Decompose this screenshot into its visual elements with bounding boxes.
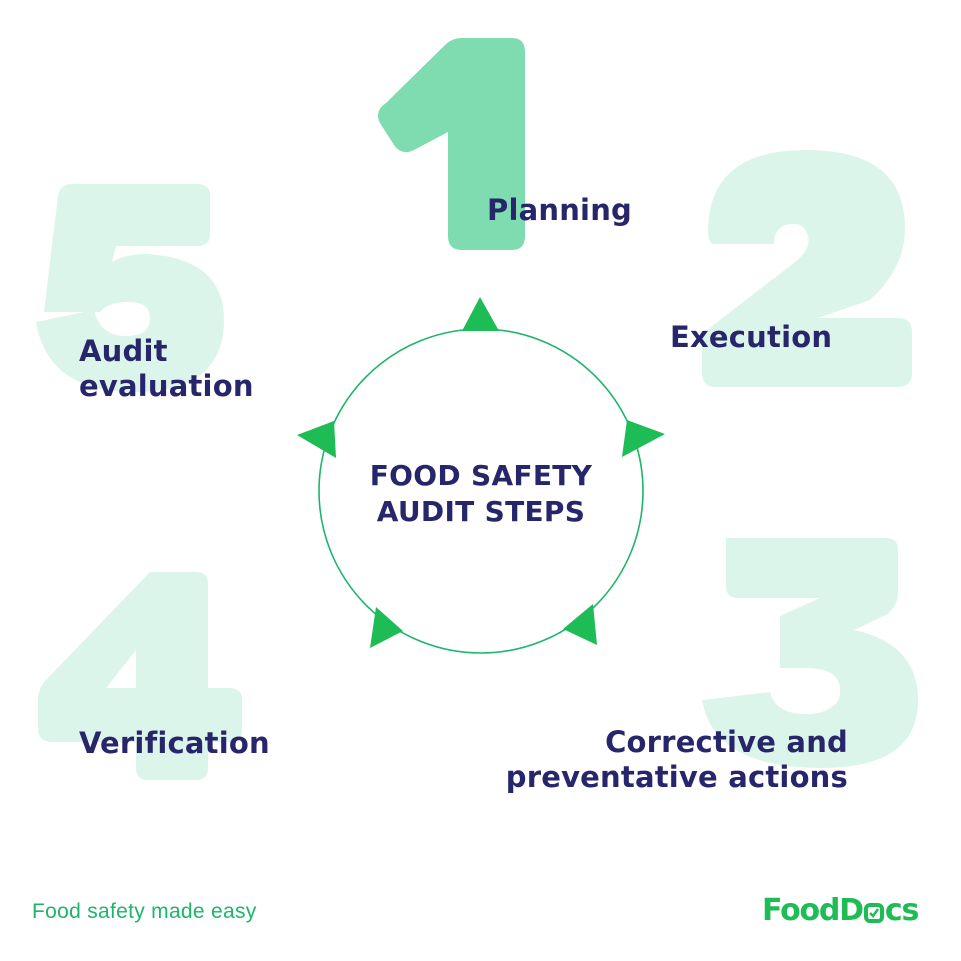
numeral-5-icon bbox=[36, 184, 224, 392]
step-3-label: Corrective and preventative actions bbox=[482, 725, 848, 795]
center-title-line2: AUDIT STEPS bbox=[376, 495, 586, 528]
brand-logo-prefix: FoodD bbox=[762, 893, 864, 928]
brand-logo-suffix: cs bbox=[884, 893, 919, 928]
numeral-4-icon bbox=[38, 572, 242, 780]
step-4-label: Verification bbox=[79, 726, 270, 760]
arrow-markers bbox=[297, 297, 665, 648]
step-3-label-line1: Corrective and bbox=[605, 725, 848, 759]
arrow-icon-right bbox=[622, 420, 665, 457]
step-1-label: Planning bbox=[487, 193, 632, 227]
tagline: Food safety made easy bbox=[32, 900, 257, 923]
checkbox-check-icon bbox=[863, 902, 884, 923]
numeral-1-icon bbox=[378, 38, 525, 250]
arrow-icon-bottom-right bbox=[563, 604, 597, 645]
center-title: FOOD SAFETY AUDIT STEPS bbox=[320, 458, 642, 530]
step-5-label-line1: Audit bbox=[79, 334, 168, 368]
numeral-2-icon bbox=[702, 150, 912, 387]
brand-logo: FoodD cs bbox=[762, 893, 919, 928]
arrow-icon-bottom-left bbox=[370, 607, 403, 648]
step-5-label-line2: evaluation bbox=[79, 369, 254, 403]
arrow-icon-left bbox=[297, 421, 336, 458]
step-5-label: Audit evaluation bbox=[79, 334, 254, 404]
numeral-3-icon bbox=[702, 538, 918, 768]
arrow-icon-top bbox=[462, 297, 499, 331]
center-title-line1: FOOD SAFETY bbox=[369, 459, 593, 492]
step-2-label: Execution bbox=[670, 320, 833, 354]
step-3-label-line2: preventative actions bbox=[505, 760, 848, 794]
